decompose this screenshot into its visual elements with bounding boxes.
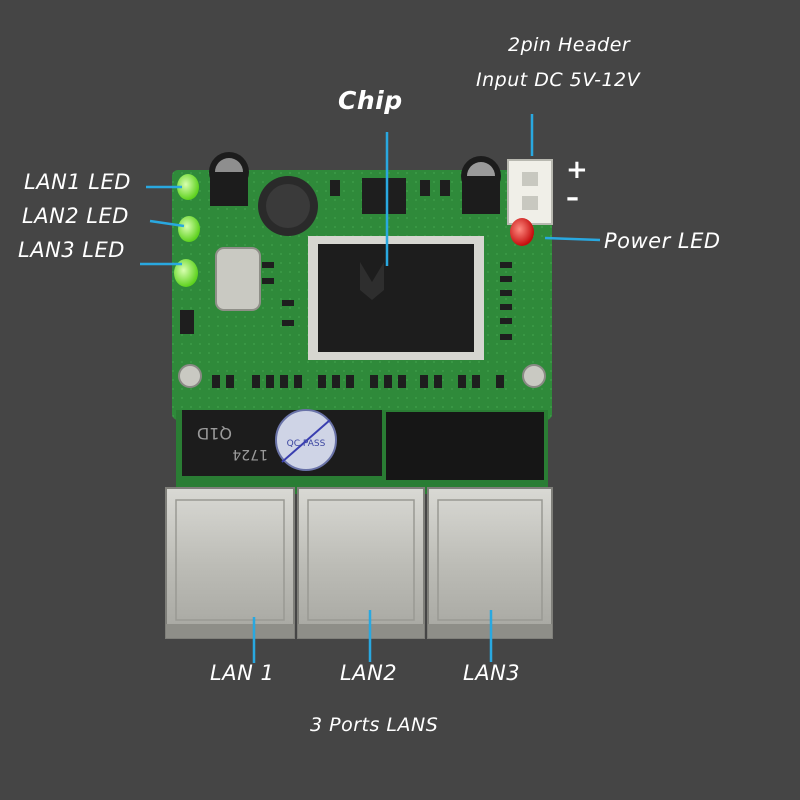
qc-sticker-text: QC PASS	[287, 439, 326, 449]
lan3-led-label: LAN3 LED	[18, 238, 125, 262]
negative-terminal-symbol: –	[566, 183, 579, 213]
lan2-led-label: LAN2 LED	[22, 204, 129, 228]
lan3-port-label: LAN3	[463, 661, 521, 685]
rj45-port-1	[165, 487, 295, 639]
lan1-led	[177, 174, 199, 200]
caption: 3 Ports LANS	[310, 714, 439, 736]
callout-line-lan2-led	[149, 219, 185, 228]
capacitor-right	[461, 156, 501, 214]
lan2-led	[178, 216, 200, 242]
callout-line-power-led	[544, 236, 601, 242]
transformer-number: 1724	[232, 446, 268, 462]
power-led	[510, 218, 534, 246]
mounting-hole	[522, 364, 546, 388]
rj45-port-2	[297, 487, 425, 639]
transformer-code: Q1D	[197, 424, 232, 443]
transformer-right	[386, 412, 544, 480]
power-led-label: Power LED	[604, 229, 721, 253]
lan1-led-label: LAN1 LED	[24, 170, 131, 194]
pin-header	[507, 159, 553, 225]
header-label-line1: 2pin Header	[508, 34, 631, 56]
header-label-line2: Input DC 5V-12V	[476, 69, 641, 91]
lan2-port-label: LAN2	[340, 661, 398, 685]
lan1-port-label: LAN 1	[210, 661, 275, 685]
regulator-ic	[362, 178, 406, 214]
mounting-hole	[178, 364, 202, 388]
positive-terminal-symbol: +	[566, 155, 588, 185]
crystal-oscillator	[215, 247, 261, 311]
qc-sticker: QC PASS	[275, 409, 337, 471]
lan3-led	[174, 259, 198, 287]
inductor	[258, 176, 318, 236]
chip-label: Chip	[338, 86, 403, 115]
main-chip	[308, 236, 484, 360]
capacitor-left	[209, 152, 249, 206]
